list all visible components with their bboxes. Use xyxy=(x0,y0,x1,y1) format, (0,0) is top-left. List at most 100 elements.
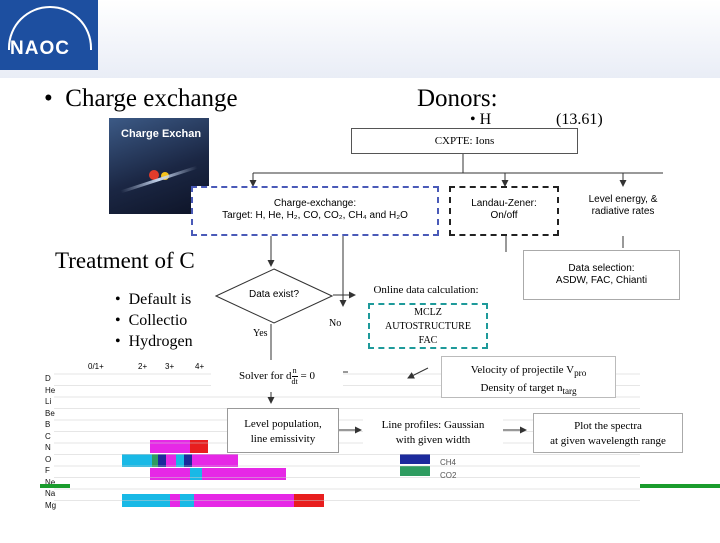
grid-row-label: Li xyxy=(45,397,52,406)
node-level-title: Level energy, & xyxy=(588,194,658,205)
plot-title: Plot the spectra xyxy=(574,420,642,432)
yes-label: Yes xyxy=(253,328,268,339)
density-sub: targ xyxy=(562,386,577,397)
donors-item: • H xyxy=(470,111,491,129)
sub-bullet-item: • Default is xyxy=(115,289,193,310)
node-selection-sources: ASDW, FAC, Chianti xyxy=(555,275,648,286)
levelpop-sub: line emissivity xyxy=(250,433,316,445)
grid-cell xyxy=(176,454,184,467)
footer-bar-right xyxy=(640,484,720,488)
grid-row-label: Be xyxy=(45,408,55,418)
node-selection-title: Data selection: xyxy=(568,263,635,274)
grid-col-header: 2+ xyxy=(138,362,148,371)
solver-text: Solver for xyxy=(239,370,284,382)
velocity-sub: pro xyxy=(574,368,587,379)
grid-row-label: C xyxy=(45,431,51,441)
profiles-title: Line profiles: Gaussian xyxy=(381,419,485,431)
sub-bullet-item: • Collectio xyxy=(115,310,193,331)
grid-cell xyxy=(152,454,158,467)
bullet-charge-exchange-text: Charge exchange xyxy=(65,85,238,112)
bullet-dot-icon: • xyxy=(470,111,480,128)
ion-grid xyxy=(40,360,640,538)
grid-cell xyxy=(122,454,152,467)
legend-ch4: CH4 xyxy=(440,458,457,467)
diamond-shape xyxy=(214,268,334,324)
grid-row-label: B xyxy=(45,420,51,429)
node-level-energy: Level energy, & radiative rates xyxy=(567,186,679,236)
ion-grid-svg xyxy=(54,373,640,507)
density-line: Density of target ntarg xyxy=(442,381,615,399)
grid-cell xyxy=(158,454,166,467)
velocity-line: Velocity of projectile Vpro xyxy=(442,363,615,381)
sub-bullet-text: Default is xyxy=(128,291,192,308)
decision-label: Data exist? xyxy=(248,289,300,300)
grid-cell xyxy=(150,468,190,480)
legend-co2: CO2 xyxy=(440,471,457,480)
grid-row-label: Ne xyxy=(45,477,56,487)
density-text: Density of target n xyxy=(480,382,563,395)
node-charge-exchange: Charge-exchange: Target: H, He, H₂, CO, … xyxy=(191,186,439,236)
node-level-rates: radiative rates xyxy=(591,206,655,217)
treatment-title: Treatment of C xyxy=(55,248,195,273)
grid-cell xyxy=(190,468,202,480)
grid-row-label: D xyxy=(45,374,51,383)
grid-cell xyxy=(400,454,430,464)
bullet-charge-exchange: • Charge exchange xyxy=(44,85,238,113)
donors-title: Donors: xyxy=(417,85,498,112)
bullet-dot-icon: • xyxy=(115,333,129,350)
bullet-dot-icon: • xyxy=(44,85,66,112)
profiles-sub: with given width xyxy=(395,434,471,446)
bullet-dot-icon: • xyxy=(115,291,129,308)
node-data-exist-decision: Data exist? xyxy=(214,268,334,324)
node-line-profiles: Line profiles: Gaussian with given width xyxy=(363,413,503,453)
sub-bullet-text: Collectio xyxy=(128,312,188,329)
sub-bullets: • Default is • Collectio • Hydrogen xyxy=(115,289,193,352)
node-velocity-density: Velocity of projectile Vpro Density of t… xyxy=(441,356,616,398)
bullet-dot-icon: • xyxy=(115,312,129,329)
grid-row-label: Na xyxy=(45,489,56,498)
sub-bullet-text: Hydrogen xyxy=(128,333,193,350)
node-lz-state: On/off xyxy=(490,210,518,221)
node-cx-targets: Target: H, He, H₂, CO, CO₂, CH₄ and H₂O xyxy=(222,210,408,221)
node-online-calc: Online data calculation: xyxy=(356,278,496,302)
node-landau-zener: Landau-Zener: On/off xyxy=(449,186,559,236)
solver-denominator: dt xyxy=(291,376,298,386)
levelpop-title: Level population, xyxy=(244,418,322,430)
sub-bullet-item: • Hydrogen xyxy=(115,331,193,352)
footer-bar-left xyxy=(40,484,70,488)
grid-col-header: 4+ xyxy=(195,362,205,371)
grid-col-header: 3+ xyxy=(165,362,175,371)
grid-cell xyxy=(184,454,192,467)
method-item: FAC xyxy=(418,335,438,346)
no-label: No xyxy=(329,318,342,329)
plot-sub: at given wavelength range xyxy=(550,435,666,447)
node-methods: MCLZ AUTOSTRUCTURE FAC xyxy=(368,303,488,349)
particle-icon xyxy=(149,170,159,180)
grid-cell xyxy=(400,466,430,476)
header-bar xyxy=(0,0,720,78)
grid-col-header: 0/1+ xyxy=(88,362,104,371)
grid-cell xyxy=(216,468,286,480)
grid-row-label: Mg xyxy=(45,500,57,510)
grid-cell xyxy=(202,468,216,480)
node-level-population: Level population, line emissivity xyxy=(227,408,339,453)
donors-value: (13.61) xyxy=(556,111,603,128)
grid-cell xyxy=(192,454,238,467)
node-cxpte-ions: CXPTE: Ions xyxy=(351,128,578,154)
grid-row-label: F xyxy=(45,466,50,475)
flowchart: CXPTE: Ions Charge-exchange: Target: H, … xyxy=(183,128,700,463)
grid-row-label: He xyxy=(45,385,56,395)
node-lz-title: Landau-Zener: xyxy=(471,198,537,209)
grid-row-label: N xyxy=(45,443,51,452)
solver-numerator: n xyxy=(291,365,298,377)
velocity-text: Velocity of projectile V xyxy=(470,364,575,376)
solver-rhs: = 0 xyxy=(300,370,315,382)
method-item: MCLZ xyxy=(414,307,442,318)
grid-row-label: O xyxy=(45,454,52,464)
node-cx-title: Charge-exchange: xyxy=(273,198,357,209)
node-data-selection: Data selection: ASDW, FAC, Chianti xyxy=(523,250,680,300)
method-item: AUTOSTRUCTURE xyxy=(385,321,471,332)
node-plot-spectra: Plot the spectra at given wavelength ran… xyxy=(533,413,683,453)
